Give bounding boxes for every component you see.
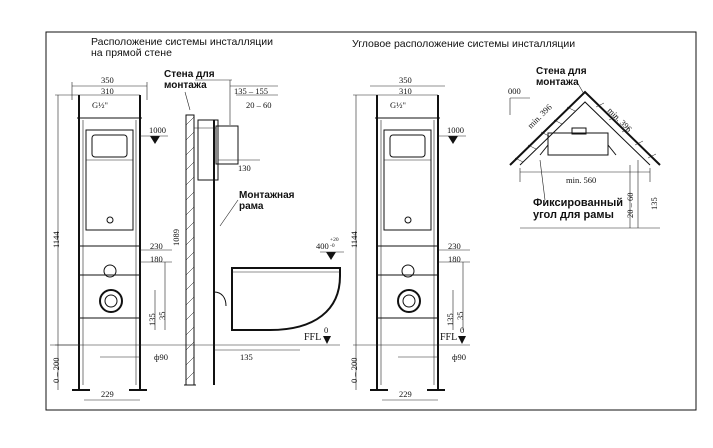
dim-1000-right: 1000 xyxy=(447,125,464,135)
dim-180: 180 xyxy=(150,254,163,264)
dim-400: 400 xyxy=(316,241,329,251)
dim-310-right: 310 xyxy=(399,86,412,96)
label-fixed-corner: Фиксированный угол для рамы xyxy=(533,197,624,222)
ffl-label-left: FFL xyxy=(304,332,322,343)
dim-135-155: 135 – 155 xyxy=(234,86,268,96)
dim-229-right: 229 xyxy=(399,389,412,399)
ffl-zero-right: 0 xyxy=(460,325,465,335)
dim-1000: 1000 xyxy=(149,125,166,135)
dim-0-200-right: 0 – 200 xyxy=(349,357,359,384)
label-frame: Монтажная рама xyxy=(239,190,295,212)
dim-35-right: 35 xyxy=(455,311,465,321)
drain-right xyxy=(397,289,421,313)
dim-diam-90: ф90 xyxy=(154,352,169,362)
dim-350-right: 350 xyxy=(399,75,412,85)
corner-plan-view xyxy=(509,81,661,229)
dim-1089: 1089 xyxy=(171,229,181,246)
cistern-right xyxy=(383,129,432,231)
dim-135: 135 xyxy=(147,313,157,326)
dim-20-60-corner: 20 – 60 xyxy=(625,192,635,219)
dim-min560: min. 560 xyxy=(566,175,597,185)
dim-229: 229 xyxy=(101,389,114,399)
dim-0-200: 0 – 200 xyxy=(51,357,61,384)
toilet-bowl xyxy=(231,267,341,331)
dim-135-bottom: 135 xyxy=(240,352,253,362)
label-wall-corner: Стена для монтажа xyxy=(536,66,587,88)
dim-400-tolerance: +20 -0 xyxy=(330,237,339,249)
ffl-zero-left: 0 xyxy=(324,325,329,335)
dim-350: 350 xyxy=(101,75,114,85)
heading-corner: Угловое расположение системы инсталляции xyxy=(352,38,576,50)
dim-130: 130 xyxy=(238,163,251,173)
dim-135-right: 135 xyxy=(445,313,455,326)
dim-1144: 1144 xyxy=(51,231,61,248)
drain-left xyxy=(99,289,123,313)
dim-diam-90-right: ф90 xyxy=(452,352,467,362)
water-inlet-left xyxy=(103,264,117,278)
dim-230: 230 xyxy=(150,241,163,251)
dim-310: 310 xyxy=(101,86,114,96)
frame-front-view-left xyxy=(55,82,172,401)
dim-1144-right: 1144 xyxy=(349,231,359,248)
dim-230-right: 230 xyxy=(448,241,461,251)
cistern-left xyxy=(85,129,134,231)
dim-g12: G½" xyxy=(92,100,108,110)
corner-cistern xyxy=(547,132,609,156)
dim-35: 35 xyxy=(157,311,167,321)
flush-plate-left xyxy=(91,134,128,158)
dim-20-60: 20 – 60 xyxy=(246,100,272,110)
label-wall: Стена для монтажа xyxy=(164,69,215,91)
dim-000: 000 xyxy=(508,86,521,96)
cistern-side xyxy=(197,119,219,181)
frame-front-view-right xyxy=(353,85,470,401)
ffl-label-right: FFL xyxy=(440,332,458,343)
dim-135-corner: 135 xyxy=(649,197,659,210)
dim-g12-right: G½" xyxy=(390,100,406,110)
sheet-border xyxy=(45,31,697,411)
heading-straight-wall: Расположение системы инсталляции на прям… xyxy=(91,36,273,60)
dim-180-right: 180 xyxy=(448,254,461,264)
side-view xyxy=(50,79,344,386)
